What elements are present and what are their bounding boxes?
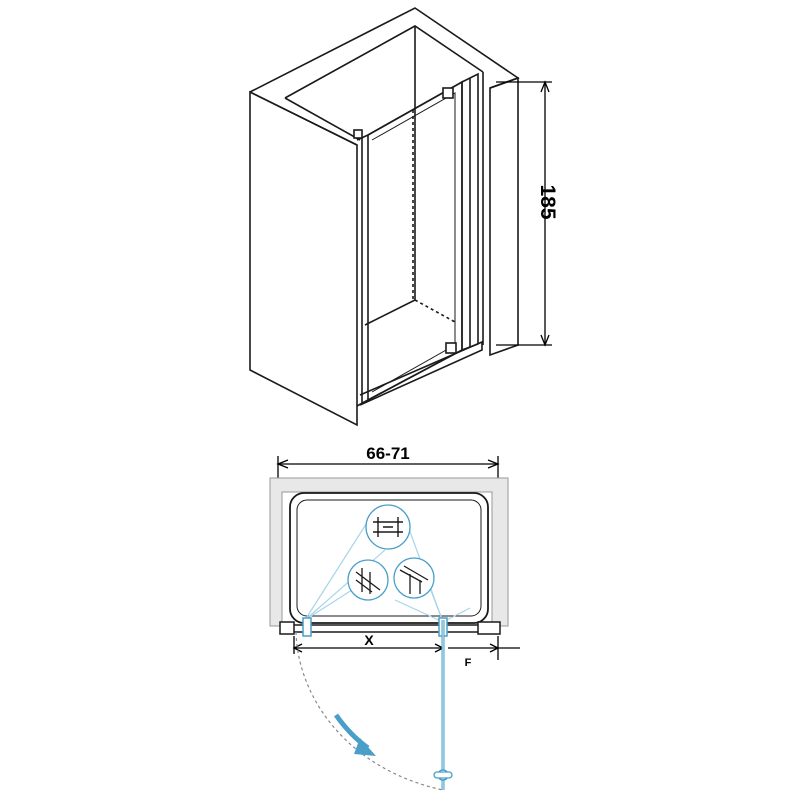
- right-wall-front: [489, 76, 519, 357]
- height-label: 185: [536, 184, 559, 219]
- detail-seal-circle: [393, 557, 435, 599]
- door-handle-bar: [433, 771, 453, 779]
- plan-hinges: [302, 617, 448, 637]
- width-label: 66-71: [366, 444, 409, 463]
- perspective-view: [249, 7, 520, 427]
- height-dimension: [496, 80, 552, 347]
- f-dimension: [448, 636, 520, 660]
- width-arrow-left: [276, 459, 289, 469]
- height-arrow-top: [540, 80, 550, 93]
- threshold-bar: [359, 340, 483, 406]
- plan-door-line: [279, 621, 501, 635]
- left-wall-top-edge: [249, 91, 358, 146]
- left-hinge-plan: [302, 617, 312, 637]
- right-fixed-profile: [477, 621, 501, 635]
- floor-line-right: [414, 299, 456, 323]
- x-dimension: [292, 636, 445, 654]
- plan-walls: [269, 477, 509, 627]
- width-dimension: [276, 456, 500, 480]
- door-panel-inner: [371, 92, 456, 393]
- seal-detail-icon: [399, 565, 429, 594]
- detail-hinge-circle: [365, 504, 411, 550]
- floor-line-left: [364, 299, 416, 326]
- f-label: F: [465, 657, 472, 669]
- detail-wall-profile-circle: [347, 559, 389, 601]
- top-hinge: [442, 87, 454, 99]
- shower-tray-outer: [289, 492, 489, 624]
- left-wall-profile: [279, 621, 295, 635]
- top-wall-clip: [353, 129, 363, 139]
- door-panel: [367, 80, 463, 401]
- swing-arrow-head: [354, 738, 376, 756]
- height-arrow-bottom: [540, 334, 550, 347]
- hinge-detail-icon: [373, 517, 403, 537]
- width-arrow-right: [487, 459, 500, 469]
- open-door: [433, 620, 453, 790]
- shower-tray-inner: [296, 499, 482, 617]
- side-wall-top: [489, 77, 519, 89]
- left-wall-front: [249, 90, 358, 427]
- x-label: X: [364, 632, 374, 648]
- wall-profile-detail-icon: [355, 568, 381, 594]
- inner-back-left-edge: [284, 97, 361, 141]
- bottom-hinge: [445, 342, 457, 354]
- door-swing-arc: [295, 631, 444, 791]
